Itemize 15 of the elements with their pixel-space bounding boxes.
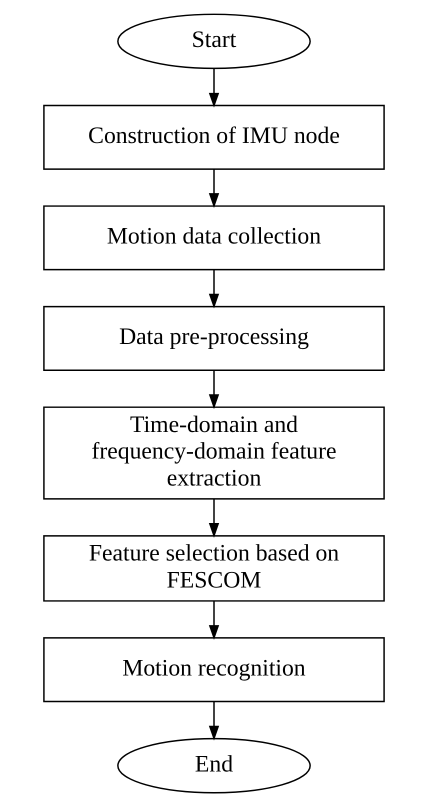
node-box: Data pre-processing [42, 306, 384, 371]
arrow [208, 498, 219, 538]
node-box: Time-domain and frequency-domain feature extraction [42, 406, 384, 500]
arrow [208, 702, 219, 741]
node-box: Feature selection based on FESCOM [42, 535, 384, 602]
node-box: Construction of IMU node [42, 104, 384, 170]
arrow [208, 270, 219, 309]
arrow [208, 68, 219, 108]
node-box: Motion recognition [42, 637, 384, 702]
node-box: Motion data collection [42, 205, 384, 270]
node-ellipse: Start [116, 14, 310, 70]
arrow [208, 370, 219, 410]
arrow [208, 169, 219, 208]
node-ellipse: End [116, 738, 310, 794]
arrow [208, 601, 219, 640]
